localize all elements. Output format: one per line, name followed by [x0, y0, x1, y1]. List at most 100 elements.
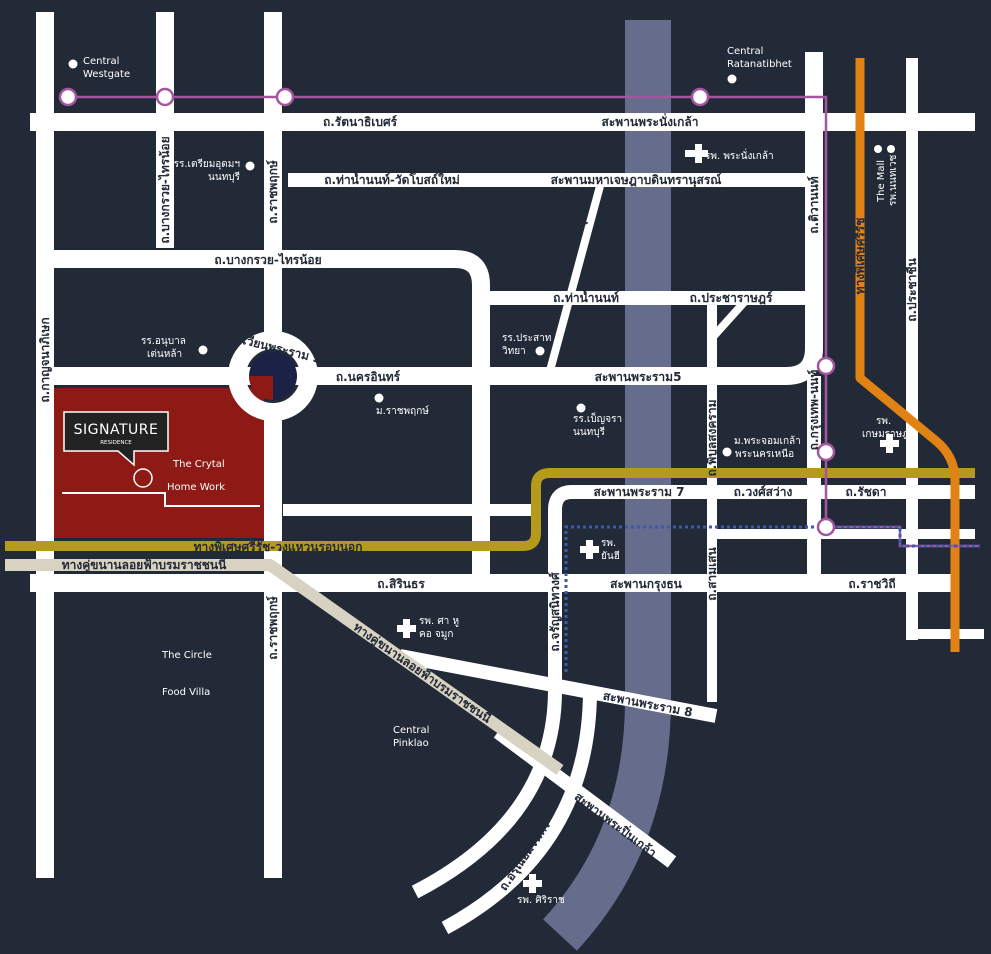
road-pracharat-branch: [709, 295, 751, 341]
rama5-circle-red-sector: [249, 376, 273, 400]
hospital-cross-icon: [685, 144, 708, 163]
place-phranangklao-hospital: รพ. พระนั่งเกล้า: [705, 148, 774, 162]
road-label-rama5-bridge: สะพานพระราม5: [595, 370, 682, 384]
place-pcc-2: พระนครเหนือ: [735, 448, 794, 460]
road-label-wongsawang: ถ.วงศ์สว่าง: [734, 485, 793, 499]
road-label-bangkruai-sainoi-h: ถ.บางกรวย-ไทรน้อย: [214, 252, 321, 267]
road-label-krungthon-bridge: สะพานกรุงธน: [610, 577, 683, 592]
road-label-phibun-songkhram: ถ.พิบูลสงคราม: [705, 399, 720, 476]
project-location-icon: [133, 468, 153, 488]
place-central-ratanatibhet-1: Central: [727, 46, 763, 57]
place-central-westgate-2: Westgate: [83, 69, 130, 80]
place-benchamaracha-2: นนทบุรี: [573, 426, 606, 438]
landmark-dot-icon: [722, 447, 732, 457]
landmark-dot-icon: [245, 161, 255, 171]
place-the-mall: The Mall: [876, 160, 887, 203]
place-central-pinklao-2: Pinklao: [393, 738, 429, 749]
road-label-rama7-bridge: สะพานพระราม 7: [593, 485, 684, 499]
road-label-nakhon-in: ถ.นครอินทร์: [336, 370, 401, 384]
project-block: [54, 388, 264, 538]
station-circle-icon: [155, 87, 175, 107]
road-label-tha-nam-non-wat-bot: ถ.ท่าน้ำนนท์-วัดโบสถ์ใหม่: [324, 170, 460, 187]
project-logo-callout: [63, 411, 169, 467]
expressway-outer-ring: [5, 468, 975, 551]
hospital-cross-icon: [523, 874, 542, 893]
landmark-dot-icon: [68, 59, 78, 69]
road-label-phitsanulok-expressway: ทางพิเศษศรีรัช: [853, 218, 867, 295]
place-anuban-2: เต่นหล้า: [147, 348, 182, 360]
landmark-dot-icon: [198, 345, 208, 355]
landmark-dot-icon: [576, 403, 586, 413]
road-rama7-bridge: [411, 485, 975, 899]
station-circle-icon: [816, 356, 836, 376]
road-label-ratchada: ถ.รัชดา: [846, 485, 887, 499]
road-label-phra-nang-klao-bridge: สะพานพระนั่งเกล้า: [602, 113, 699, 129]
hospital-cross-icon: [397, 619, 416, 638]
landmark-dot-icon: [874, 145, 882, 153]
road-label-outer-ring-expressway: ทางพิเศษศรีรัช-วงแหวนรอบนอก: [194, 540, 363, 554]
project-boundary-line: [62, 492, 260, 507]
road-label-maha-chesadabodin-bridge: สะพานมหาเจษฎาบดินทรานุสรณ์: [551, 173, 722, 188]
project-logo-text: SIGNATURE: [74, 422, 159, 438]
place-siriraj-hospital: รพ. ศิริราช: [517, 895, 565, 906]
road-label-pracharat: ถ.ประชาราษฎร์: [690, 291, 773, 305]
hospital-markers: [397, 144, 899, 893]
station-circle-icon: [690, 87, 710, 107]
landmark-dot-icon: [374, 393, 384, 403]
place-central-pinklao-1: Central: [393, 725, 429, 736]
landmark-dot-icon: [887, 145, 895, 153]
landmark-dots: [68, 59, 895, 457]
road-label-borommaratchachonnani-elevated: ทางคู่ขนานลอยฟ้าบรมราชชนนี: [62, 558, 227, 573]
orange-line: [855, 58, 960, 652]
road-nakhon-in: [45, 52, 823, 385]
road-label-pracha-chuen: ถ.ประชาชื่น: [903, 257, 919, 321]
road-label-sirindhorn: ถ.สิรินธร: [377, 577, 425, 591]
place-the-circle: The Circle: [161, 650, 212, 661]
hospital-cross-icon: [580, 540, 599, 559]
road-label-ratchawithi: ถ.ราชวิถี: [848, 577, 895, 591]
place-benchamaracha-1: รร.เบ็ญจรา: [573, 411, 622, 425]
place-anuban-1: รร.อนุบาล: [141, 336, 186, 347]
place-central-westgate-1: Central: [83, 56, 119, 67]
place-prasat-witthaya-1: รร.ประสาท: [502, 333, 551, 344]
road-label-samsen: ถ.สามเสน: [705, 546, 719, 600]
road-label-bangkruai-sainoi-v: ถ.บางกรวย-ไทรน้อย: [157, 136, 172, 243]
nearby-the-crytal: The Crytal: [172, 459, 225, 470]
station-markers: [58, 87, 836, 537]
road-label-ratchaphruek-top: ถ.ราชพฤกษ์: [266, 160, 280, 224]
place-triam-udom-2: นนทบุรี: [208, 171, 241, 183]
elevated-borommaratchachonnani: [5, 559, 564, 775]
hospital-cross-icon: [880, 434, 899, 453]
place-ratchaphruek-univ: ม.ราชพฤกษ์: [376, 405, 429, 417]
project-logo-subtext: RESIDENCE: [100, 440, 132, 446]
place-nonthavej-hospital: รพ.นนทเวช: [888, 155, 899, 206]
place-food-villa: Food Villa: [162, 687, 210, 698]
place-kasemrad-1: รพ.: [876, 416, 891, 427]
place-central-ratanatibhet-2: Ratanatibhet: [727, 59, 792, 70]
station-circle-icon: [816, 442, 836, 462]
road-label-tha-nam-non: ถ.ท่าน้ำนนท์: [553, 288, 619, 305]
road-network: [30, 12, 984, 935]
road-label-charan-sanitwong: ถ.จรัญสนิทวงศ์: [548, 572, 562, 652]
station-circle-icon: [816, 517, 836, 537]
road-rama8-bridge: [398, 649, 718, 723]
place-kasemrad-2: เกษมราษฎร์: [862, 428, 915, 440]
place-ent-hospital-1: รพ. ศา หู: [419, 616, 459, 627]
place-pcc-1: ม.พระจอมเกล้า: [734, 435, 801, 447]
road-bangkruai-sainoi-h: [45, 250, 490, 578]
project-logo: SIGNATURE RESIDENCE: [63, 411, 169, 467]
place-triam-udom-1: รร.เตรียมอุดมฯ: [174, 158, 240, 170]
road-label-tiwanon: ถ.ติวานนท์: [807, 176, 821, 234]
landmark-dot-icon: [727, 74, 737, 84]
rama5-circle-ring: [228, 331, 318, 421]
blue-line: [564, 525, 980, 672]
road-nonthaburi-1: [544, 173, 607, 380]
place-prasat-witthaya-2: วิทยา: [502, 346, 526, 357]
place-yanhee-2: ยันฮี: [601, 550, 620, 562]
station-circle-icon: [275, 87, 295, 107]
road-label-kanchanaphisek: ถ.กาญจนาภิเษก: [38, 317, 52, 402]
landmark-dot-icon: [535, 346, 545, 356]
place-ent-hospital-2: คอ จมูก: [419, 629, 453, 640]
road-label-ratchaphruek-bottom: ถ.ราชพฤกษ์: [266, 596, 280, 660]
